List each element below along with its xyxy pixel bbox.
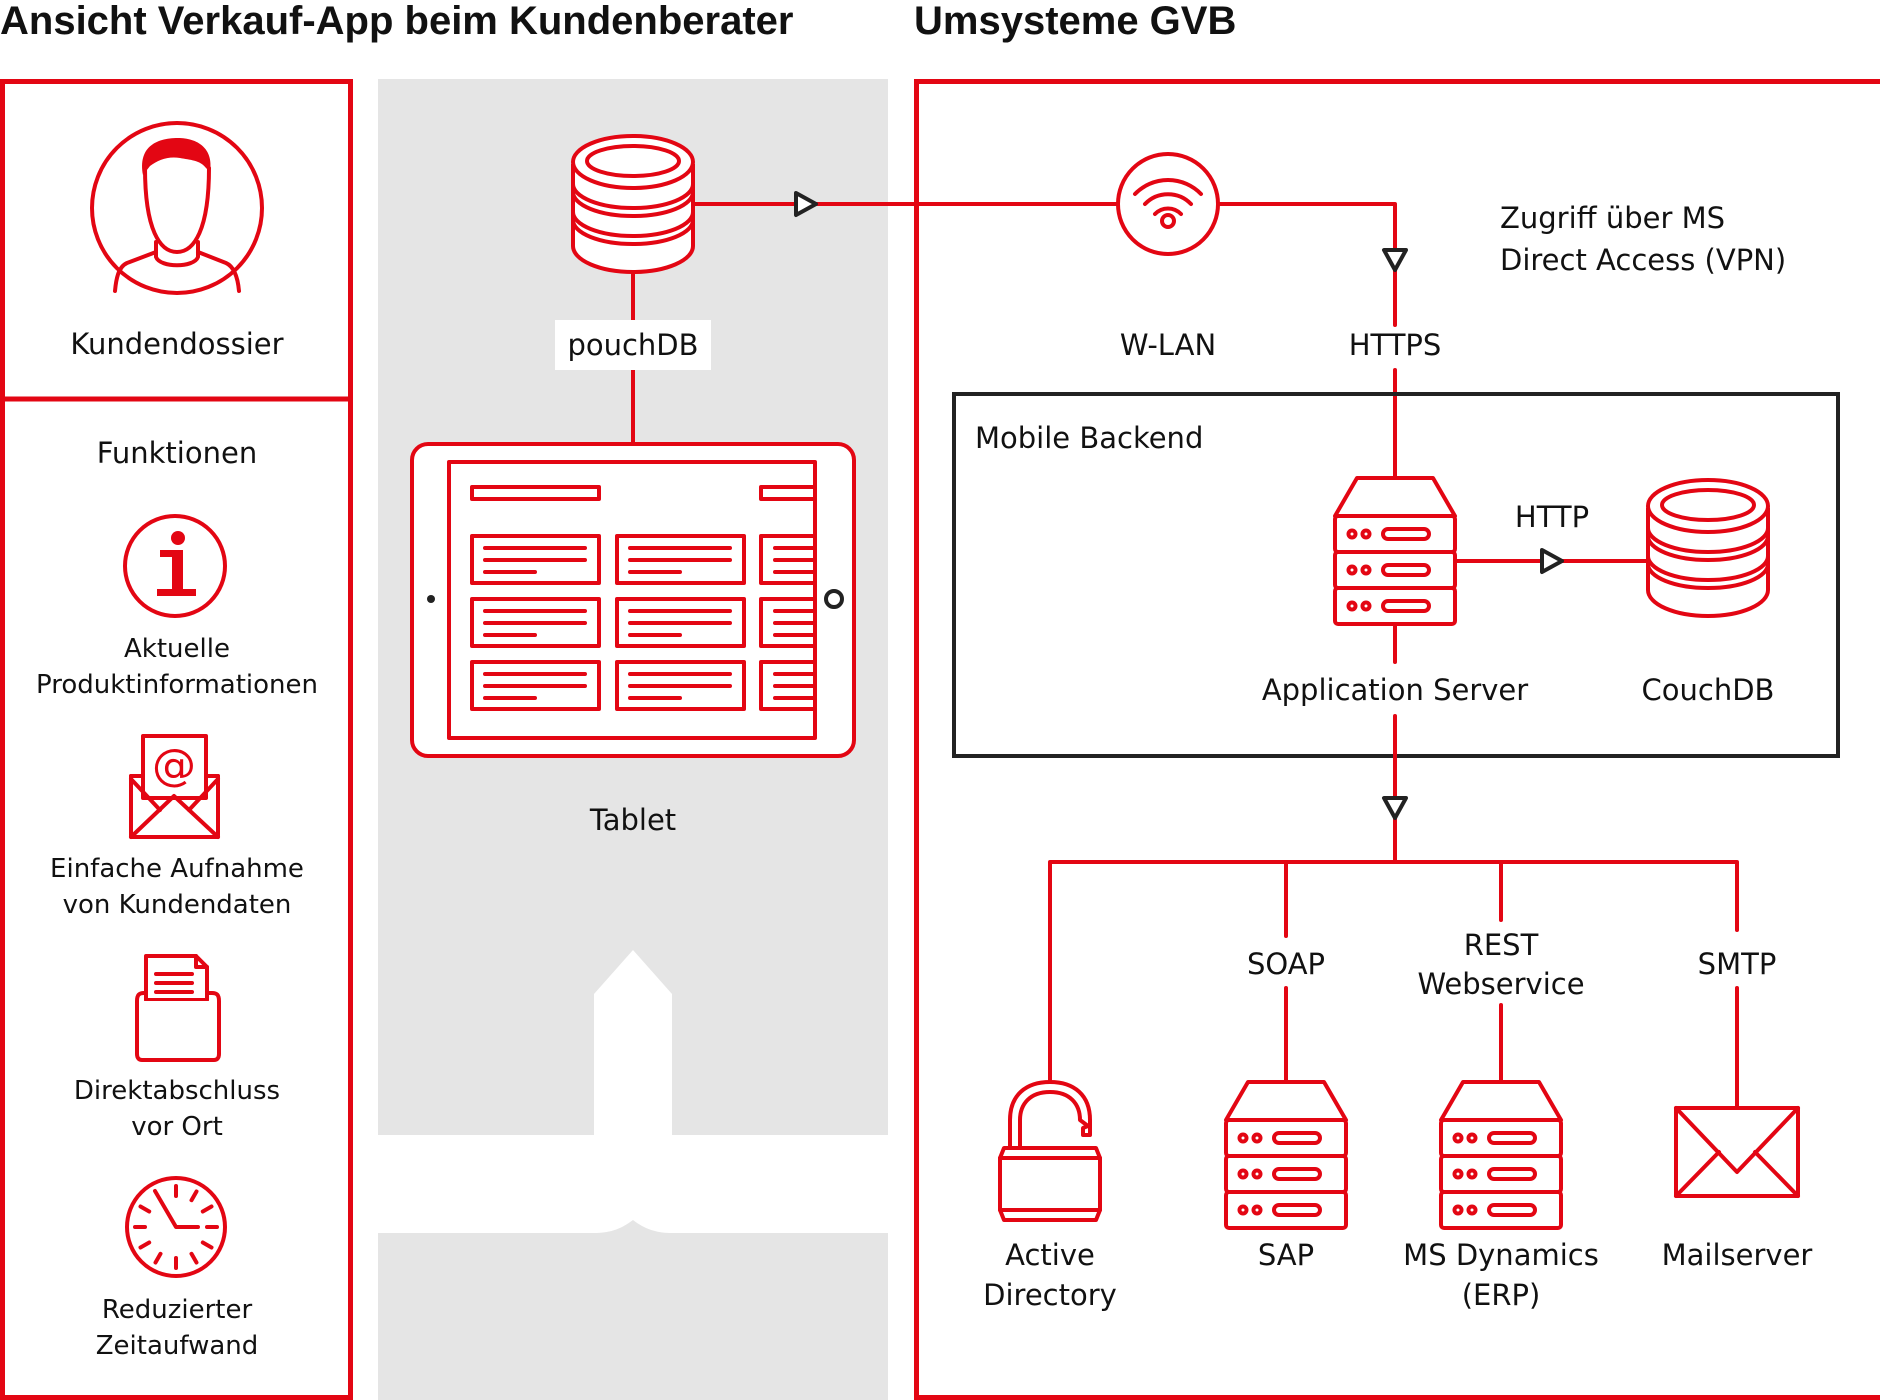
- sap-server-icon: [1224, 1080, 1348, 1230]
- heading-left: Ansicht Verkauf-App beim Kundenberater: [0, 0, 793, 43]
- system-3-line2: (ERP): [1462, 1278, 1541, 1312]
- email-envelope-icon: @: [129, 734, 220, 839]
- system-4-line1: Mailserver: [1662, 1238, 1813, 1272]
- mobile-backend-title: Mobile Backend: [975, 421, 1203, 455]
- left-panel: Kundendossier Funktionen Aktuelle Produk…: [0, 79, 353, 1400]
- right-panel-frame: [914, 79, 1880, 1400]
- right-panel: W-LAN HTTPS Zugriff über MS Direct Acces…: [878, 79, 1880, 1400]
- smtp-label: SMTP: [1698, 947, 1777, 981]
- middle-panel: pouchDB: [378, 79, 1120, 1400]
- application-server-icon: [1333, 476, 1457, 626]
- middle-panel-lower-bg: [378, 1220, 888, 1400]
- system-1-line2: Directory: [983, 1278, 1117, 1312]
- rest-label-line1: REST: [1464, 928, 1539, 962]
- arrow-right-icon: [1540, 548, 1564, 574]
- function-2-line2: von Kundendaten: [63, 890, 292, 920]
- couchdb-database-icon: [1646, 478, 1770, 618]
- functions-title: Funktionen: [97, 436, 257, 470]
- function-4-line1: Reduzierter: [102, 1295, 253, 1325]
- mail-icon: [1674, 1106, 1800, 1198]
- function-3-line2: vor Ort: [131, 1112, 223, 1142]
- pouchdb-label: pouchDB: [567, 328, 698, 362]
- heading-right: Umsysteme GVB: [914, 0, 1236, 43]
- profile-label: Kundendossier: [70, 327, 283, 361]
- function-1-line1: Aktuelle: [124, 634, 230, 664]
- http-label: HTTP: [1515, 500, 1589, 534]
- application-server-label: Application Server: [1262, 673, 1528, 707]
- system-1-line1: Active: [1005, 1238, 1095, 1272]
- arrow-down-icon: [1382, 248, 1408, 272]
- customer-avatar-icon: [90, 121, 264, 295]
- couchdb-label: CouchDB: [1642, 673, 1775, 707]
- tablet-icon: [410, 442, 856, 758]
- document-folder-icon: [135, 954, 221, 1062]
- left-panel-frame: [0, 79, 353, 1400]
- vpn-label-line1: Zugriff über MS: [1500, 201, 1725, 235]
- function-2-line1: Einfache Aufnahme: [50, 854, 304, 884]
- https-label: HTTPS: [1349, 328, 1442, 362]
- mobile-backend-box: Mobile Backend HTTP Application Server C…: [952, 392, 1840, 758]
- function-1-line2: Produktinformationen: [36, 670, 318, 700]
- function-3-line1: Direktabschluss: [74, 1076, 280, 1106]
- svg-text:@: @: [152, 740, 196, 791]
- pouchdb-label-box: [555, 320, 711, 370]
- clock-icon: [125, 1176, 227, 1278]
- arrow-down-icon: [1382, 796, 1408, 820]
- system-3-line1: MS Dynamics: [1403, 1238, 1599, 1272]
- wifi-icon: [1116, 152, 1220, 256]
- soap-label: SOAP: [1247, 947, 1325, 981]
- function-4-line2: Zeitaufwand: [96, 1331, 259, 1361]
- tablet-label: Tablet: [589, 803, 676, 837]
- vpn-label-line2: Direct Access (VPN): [1500, 243, 1786, 277]
- ms-dynamics-server-icon: [1439, 1080, 1563, 1230]
- padlock-icon: [998, 1080, 1102, 1222]
- system-2-line1: SAP: [1258, 1238, 1314, 1272]
- systems-bus-line: [1048, 860, 1739, 1084]
- wlan-to-https-line: [1216, 202, 1397, 327]
- rest-label-line2: Webservice: [1417, 967, 1584, 1001]
- info-icon: [123, 514, 227, 618]
- wlan-label: W-LAN: [1120, 328, 1216, 362]
- pouchdb-database-icon: [571, 134, 695, 274]
